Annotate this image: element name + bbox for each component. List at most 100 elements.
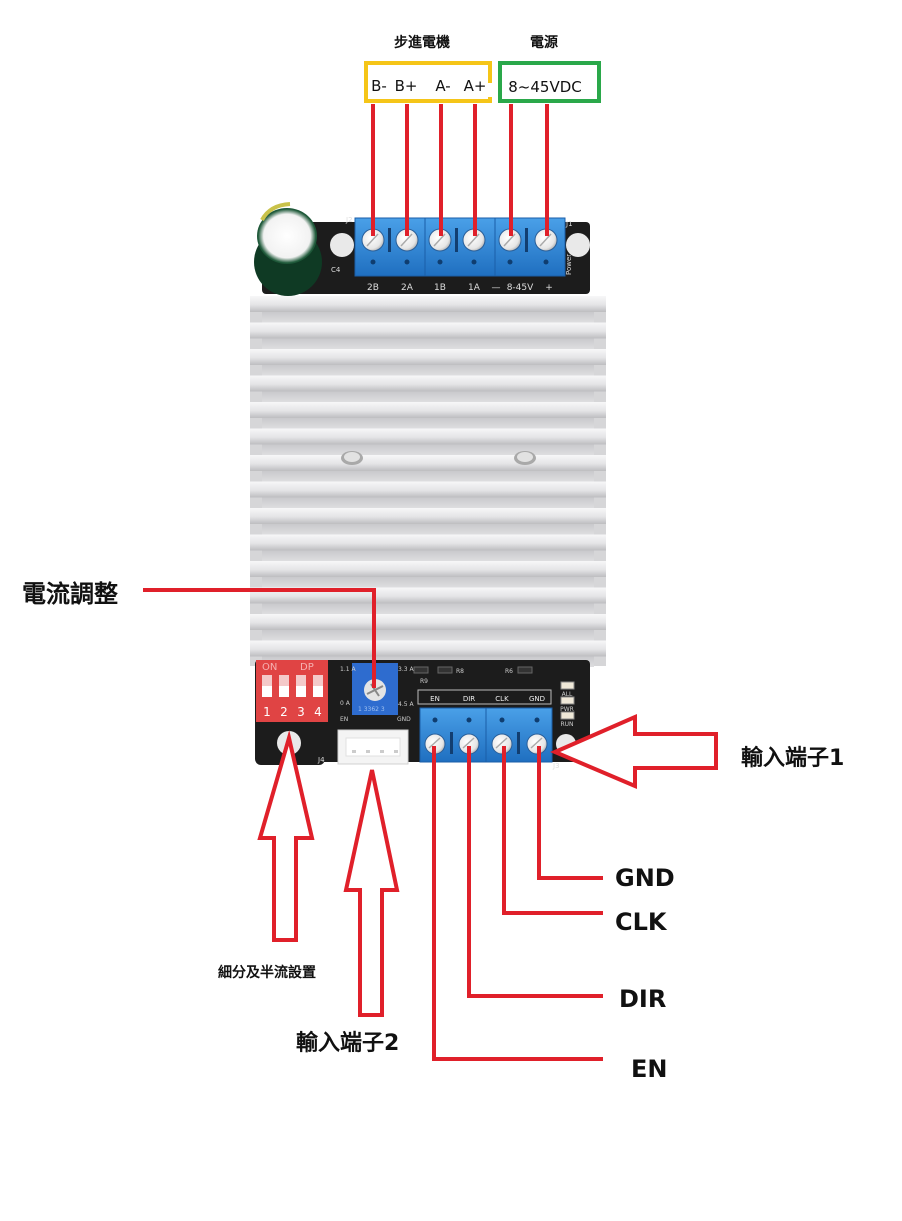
top-silkscreen-label: 1A — [468, 283, 481, 293]
heatsink-gap — [262, 338, 594, 349]
dip-switch-number: 2 — [280, 705, 288, 719]
top-silkscreen-label: — — [492, 283, 501, 293]
heatsink-fin — [250, 561, 606, 577]
heatsink-gap — [262, 365, 594, 376]
screw-slot — [428, 737, 441, 749]
signal-label-gnd: GND — [615, 864, 675, 892]
screw-slot — [503, 233, 516, 247]
heatsink-gap — [262, 550, 594, 561]
power-box — [498, 61, 601, 103]
wire-entry-hole — [432, 717, 438, 723]
capacitor: C4 — [254, 202, 341, 296]
pot-left-tag: EN — [340, 716, 348, 723]
heatsink-fin — [250, 481, 606, 498]
mount-hole-top-left — [330, 233, 354, 257]
pot-scale-top-left: 1.1 A — [340, 666, 356, 673]
heatsink-fin — [250, 322, 606, 339]
heatsink-fin — [250, 614, 606, 630]
motor-pin-label: A- — [435, 77, 450, 95]
dip-switch-toggle[interactable] — [262, 686, 272, 697]
dip-switch-toggle[interactable] — [313, 686, 323, 697]
wire-gnd — [537, 746, 603, 880]
motor-pins-box — [364, 61, 492, 103]
pot-right-tag: GND — [397, 716, 411, 723]
heatsink-gap — [262, 524, 594, 535]
terminal-divider — [517, 732, 520, 754]
power-side-text: Power — [565, 254, 573, 275]
heatsink-screw-left — [341, 451, 363, 465]
heatsink-fin — [250, 640, 606, 657]
status-led — [560, 696, 575, 705]
top-silkscreen-label: + — [545, 283, 553, 293]
dip-switch-number: 1 — [263, 705, 271, 719]
input-terminal-block-1[interactable] — [419, 707, 553, 763]
input-silkscreen-label: EN — [430, 695, 440, 703]
input-silkscreen-label: DIR — [463, 695, 475, 703]
screw-slot — [467, 233, 480, 247]
heatsink-gap — [262, 577, 594, 588]
dip-header-dp: DP — [300, 662, 314, 673]
heatsink — [250, 296, 606, 667]
screw-slot — [539, 233, 552, 247]
status-led — [560, 681, 575, 690]
screw-slot — [530, 737, 543, 749]
dip-switch-toggle[interactable] — [279, 686, 289, 697]
heatsink-gap — [262, 312, 594, 323]
input-connector-ref: J3 — [552, 762, 560, 770]
wire-current-adjust — [143, 588, 376, 688]
wiring-lines — [143, 104, 603, 1061]
input-silkscreen-label: CLK — [495, 695, 509, 703]
arrow-to-input-terminal-1 — [549, 713, 718, 790]
microstep-setting-label: 細分及半流設置 — [218, 964, 316, 981]
dip-switch-number: 4 — [314, 705, 322, 719]
input-terminal-2-label: 輸入端子2 — [296, 1030, 399, 1056]
wire-entry-hole — [507, 259, 513, 265]
wire-entry-hole — [370, 259, 376, 265]
heatsink-gap — [262, 630, 594, 641]
terminal-divider — [450, 732, 453, 754]
top-silkscreen-label: 8-45V — [507, 283, 534, 293]
current-adjust-label: 電流調整 — [22, 580, 118, 608]
screw-slot — [366, 233, 379, 247]
heatsink-fin — [250, 508, 606, 524]
heatsink-fin — [250, 402, 606, 418]
bottom-connector-ref: J4 — [317, 756, 325, 764]
screw-slot — [400, 233, 413, 247]
heatsink-fin — [250, 428, 606, 445]
wire-entry-hole — [499, 717, 505, 723]
heatsink-fin — [250, 455, 606, 471]
signal-label-clk: CLK — [615, 908, 668, 936]
resistor-ref-r6: R6 — [505, 668, 513, 675]
wire-entry-hole — [404, 259, 410, 265]
led-label: PWR — [560, 706, 574, 713]
dip-header-on: ON — [262, 662, 277, 673]
status-led — [560, 711, 575, 720]
top-connector-ref: J2 — [345, 216, 353, 224]
screw-slot — [433, 233, 446, 247]
dip-switch-toggle[interactable] — [296, 686, 306, 697]
motor-title: 步進電機 — [394, 34, 450, 51]
wire-entry-hole — [534, 717, 540, 723]
heatsink-gap — [262, 603, 594, 614]
capacitor-ref: C4 — [331, 266, 341, 274]
top-silkscreen-label: 2A — [401, 283, 414, 293]
heatsink-gap — [262, 471, 594, 482]
led-label: RUN — [560, 721, 573, 728]
wire-en — [432, 746, 603, 1061]
led-label: ALL — [562, 691, 573, 698]
arrow-to-dip-switch — [257, 730, 315, 942]
heatsink-gap — [262, 391, 594, 402]
input-connector-2[interactable] — [337, 729, 409, 765]
wire-dir — [467, 746, 603, 998]
heatsink-fin — [250, 349, 606, 365]
dip-switch-number: 3 — [297, 705, 305, 719]
wire-entry-hole — [437, 259, 443, 265]
pot-code: 1 3362 3 — [358, 706, 385, 713]
input-silkscreen-label: GND — [529, 695, 545, 703]
input-terminal-1-label: 輸入端子1 — [741, 745, 844, 771]
power-title: 電源 — [530, 34, 558, 51]
terminal-divider — [388, 228, 391, 252]
motor-pin-label: B- — [371, 77, 387, 95]
power-connector-ref: J1 — [565, 220, 573, 228]
